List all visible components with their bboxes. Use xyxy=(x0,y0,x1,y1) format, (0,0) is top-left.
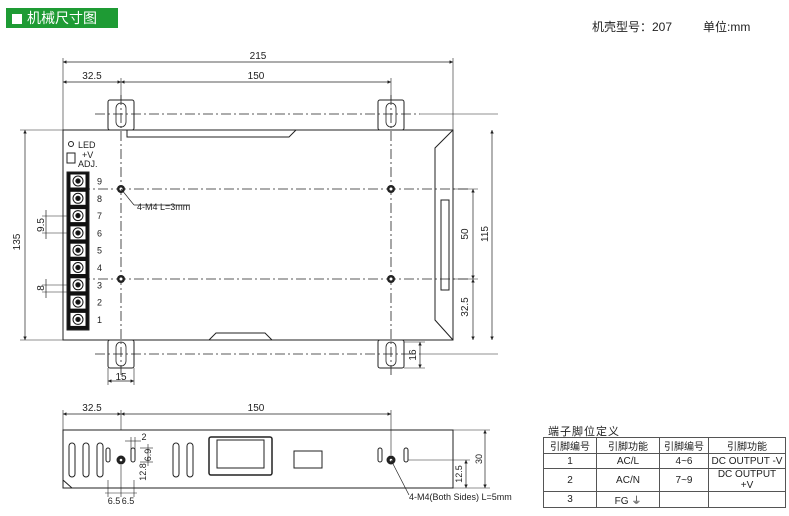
table-row: 2 AC/N 7~9 DC OUTPUT +V xyxy=(543,468,786,492)
vadj-pot xyxy=(66,152,76,164)
terminal-screw-icon xyxy=(69,173,87,189)
dim-foot-right: 16 xyxy=(408,349,419,361)
cell: 2 xyxy=(543,468,597,492)
side-slot xyxy=(440,199,450,291)
dim-hole-vertical: 115 xyxy=(480,226,491,242)
cell: 3 xyxy=(543,491,597,508)
cell: 7~9 xyxy=(659,468,709,492)
cell xyxy=(659,491,709,508)
cell: FG ⏚ xyxy=(596,491,660,508)
dim-foot-width: 15 xyxy=(115,372,127,383)
side-cutout-small xyxy=(293,450,323,469)
side-cutout-large xyxy=(208,436,273,476)
dim-bottom: 32.5 xyxy=(460,297,471,317)
cell: AC/L xyxy=(596,453,660,469)
terminal-screw-icon xyxy=(69,277,87,293)
top-rib xyxy=(126,129,297,138)
side-flange xyxy=(434,129,454,341)
header-pin-func-1: 引脚功能 xyxy=(596,437,660,454)
cell: AC/N xyxy=(596,468,660,492)
vadj-label: +V xyxy=(82,150,93,160)
side-dim-left-offset: 32.5 xyxy=(82,403,102,414)
terminal-screw-icon xyxy=(69,260,87,275)
square-icon xyxy=(12,14,22,24)
terminal-number: 3 xyxy=(97,280,102,290)
terminal-number: 5 xyxy=(97,246,102,256)
vent-2 xyxy=(82,442,90,478)
terminal-screw-icon xyxy=(69,242,87,258)
vent-3 xyxy=(96,442,104,478)
terminal-number: 7 xyxy=(97,211,102,221)
top-view xyxy=(20,58,498,385)
dim-terminal-height: 8 xyxy=(36,285,47,291)
dim-hole-span: 150 xyxy=(248,71,265,82)
led-label: LED xyxy=(78,140,96,150)
adj-label: ADJ. xyxy=(78,159,98,169)
terminal-screw-icon xyxy=(69,225,87,241)
side-dim-6-9: 6.9 xyxy=(143,449,153,462)
side-dim-12-5: 12.5 xyxy=(454,465,464,483)
terminal-number: 2 xyxy=(97,298,102,308)
terminal-screw-icon xyxy=(69,208,87,224)
case-model-label: 机壳型号：207 xyxy=(592,20,673,34)
side-dim-hole-span: 150 xyxy=(248,403,265,414)
dim-pitch: 9.5 xyxy=(36,218,47,232)
dim-mid: 50 xyxy=(460,228,471,240)
hole-label: 4-M4 L=3mm xyxy=(137,202,190,212)
cell: 4~6 xyxy=(659,453,709,469)
side-dim-6-5b: 6.5 xyxy=(122,496,135,506)
vent-1 xyxy=(68,442,76,478)
header-pin-func-2: 引脚功能 xyxy=(708,437,786,454)
terminal-number: 4 xyxy=(97,263,102,273)
terminal-number: 6 xyxy=(97,228,102,238)
side-view xyxy=(62,410,490,497)
side-dim-30: 30 xyxy=(474,454,484,464)
terminal-number: 9 xyxy=(97,177,102,187)
cell xyxy=(708,491,786,508)
cell: 1 xyxy=(543,453,597,469)
cell: DC OUTPUT +V xyxy=(708,468,786,492)
pin-table-title: 端子脚位定义 xyxy=(548,426,620,438)
dim-left-offset: 32.5 xyxy=(82,71,102,82)
terminal-screw-icon xyxy=(69,311,87,327)
bottom-rib xyxy=(208,332,273,341)
vent-5 xyxy=(186,442,194,478)
terminal-number: 1 xyxy=(97,315,102,325)
section-header: 机械尺寸图 xyxy=(6,8,118,28)
section-title: 机械尺寸图 xyxy=(27,10,97,26)
side-dim-6-5a: 6.5 xyxy=(108,496,121,506)
terminal-number: 8 xyxy=(97,194,102,204)
table-row: 3 FG ⏚ xyxy=(543,491,786,508)
pin-definition-table: 引脚编号 引脚功能 引脚编号 引脚功能 1 AC/L 4~6 DC OUTPUT… xyxy=(543,437,786,508)
case-outline xyxy=(62,129,454,341)
m4-holes xyxy=(117,185,395,283)
vent-4 xyxy=(172,442,180,478)
dim-overall-width: 215 xyxy=(250,51,267,62)
led-indicator xyxy=(68,141,74,147)
dim-height: 135 xyxy=(12,233,23,250)
pin-table-header-row: 引脚编号 引脚功能 引脚编号 引脚功能 xyxy=(543,437,786,454)
terminal-screw-icon xyxy=(69,190,87,206)
table-row: 1 AC/L 4~6 DC OUTPUT -V xyxy=(543,453,786,469)
side-dim-12-8: 12.8 xyxy=(138,463,148,481)
terminal-screw-icon xyxy=(69,294,87,310)
side-dim-2: 2 xyxy=(141,432,146,442)
unit-label: 单位:mm xyxy=(703,20,751,34)
cell: DC OUTPUT -V xyxy=(708,453,786,469)
header-pin-no-2: 引脚编号 xyxy=(659,437,709,454)
side-hole-label: 4-M4(Both Sides) L=5mm xyxy=(409,492,512,502)
header-pin-no-1: 引脚编号 xyxy=(543,437,597,454)
